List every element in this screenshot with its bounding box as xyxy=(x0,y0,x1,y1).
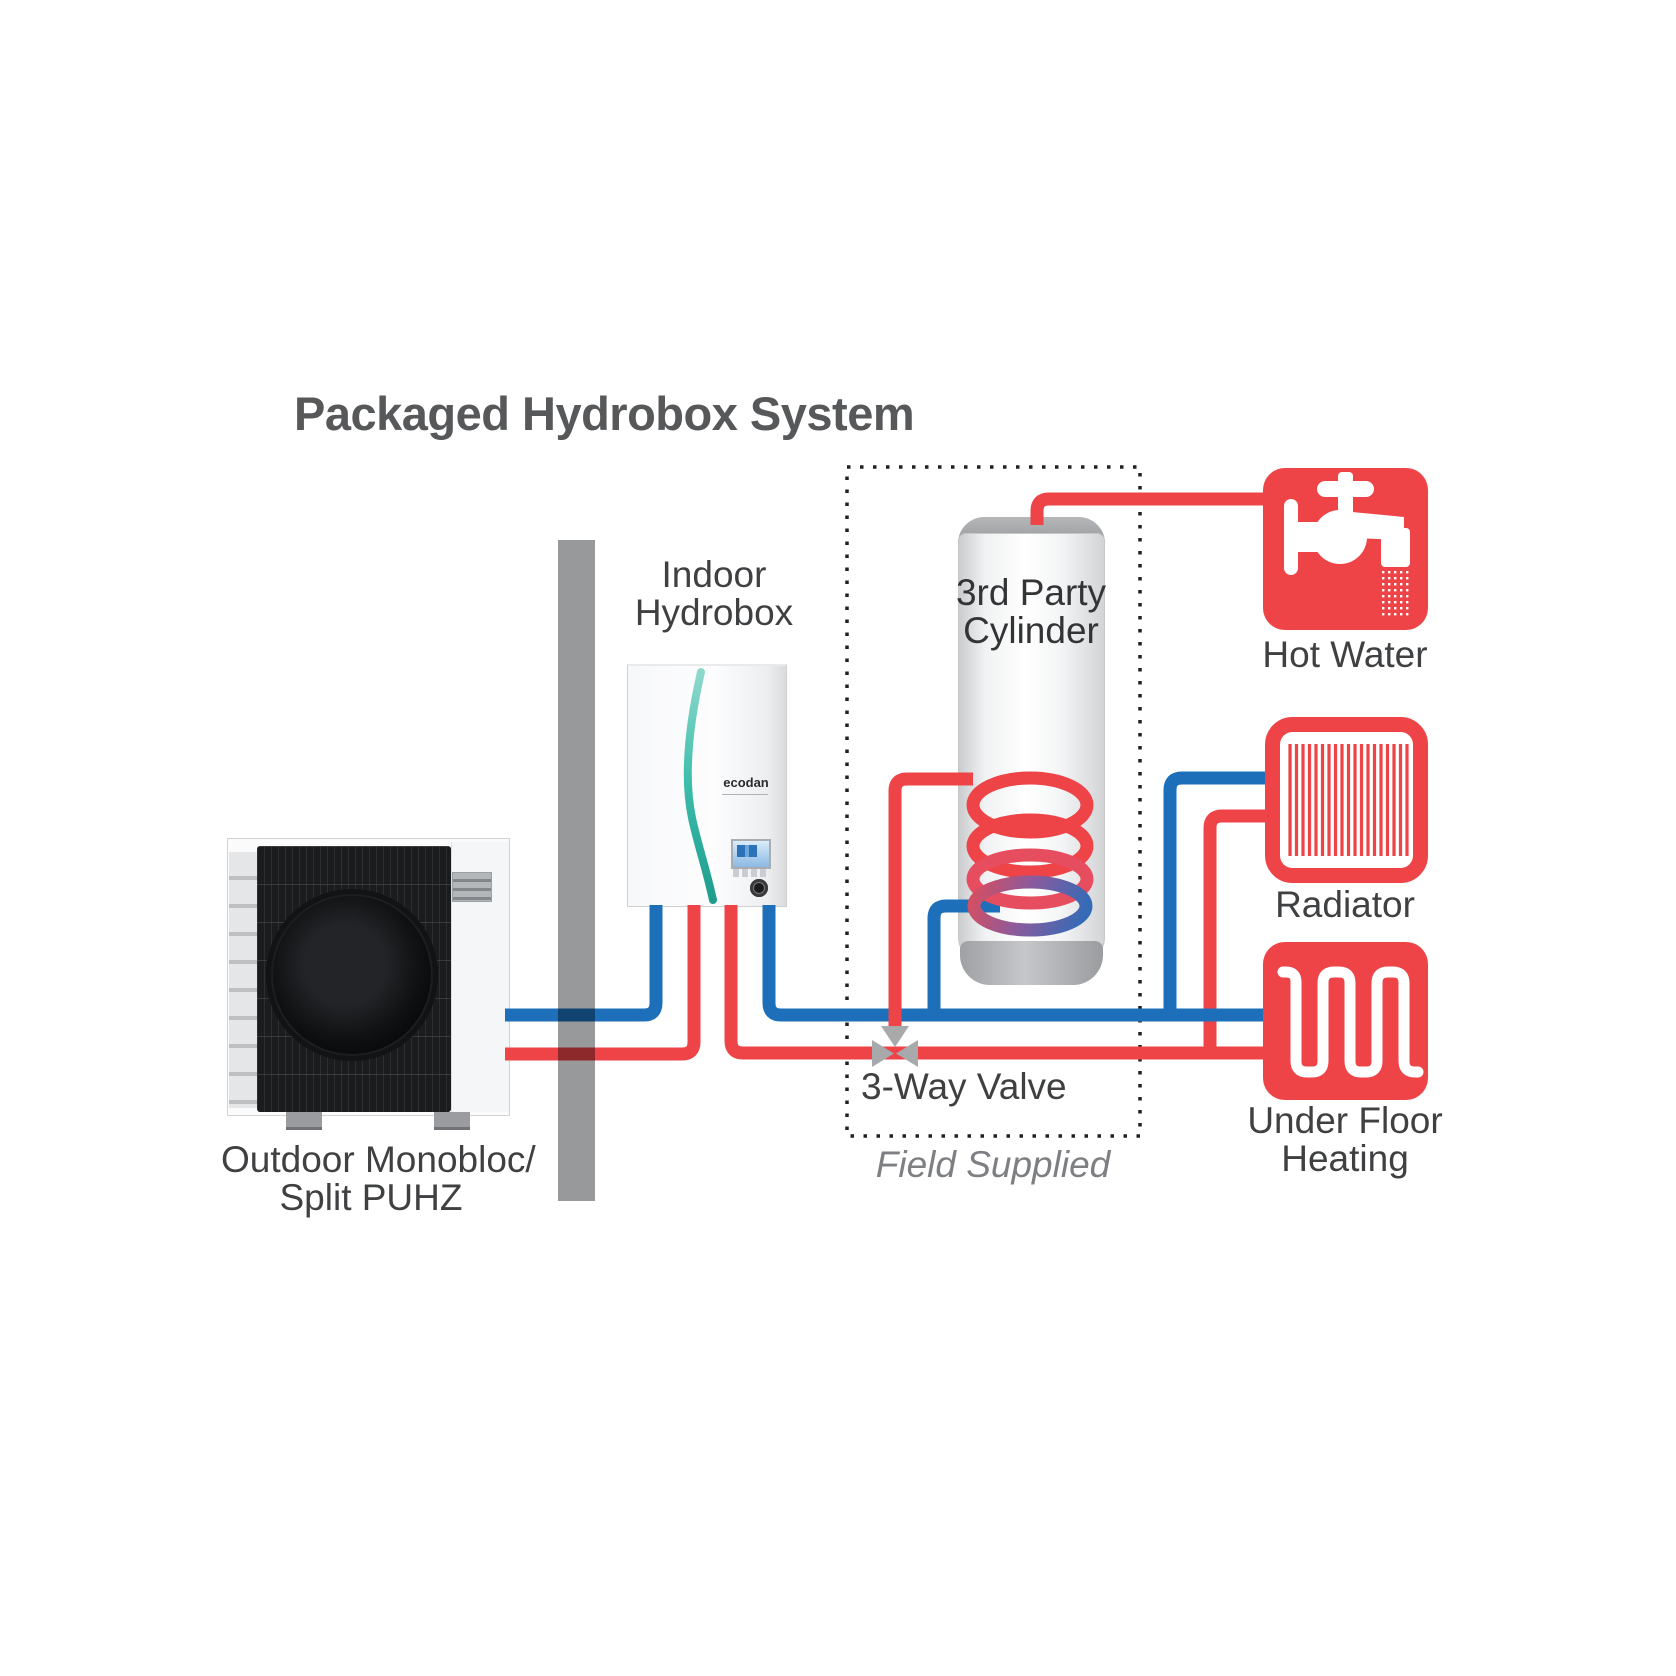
outdoor-unit-foot xyxy=(434,1112,470,1130)
tap-icon xyxy=(1284,472,1410,619)
heating-coil-icon xyxy=(1277,966,1424,1078)
diagram-title: Packaged Hydrobox System xyxy=(294,387,915,440)
hot-water-icon xyxy=(1263,468,1428,630)
three-way-valve-icon xyxy=(872,1026,918,1067)
radiator-icon-frame xyxy=(1265,717,1428,883)
indoor-hydrobox-label-line1: Indoor xyxy=(661,554,767,595)
hydrobox-swoosh xyxy=(683,668,717,904)
under-floor-heating-label-line2: Heating xyxy=(1281,1138,1409,1179)
radiator-icon xyxy=(1265,717,1428,883)
cylinder-base xyxy=(960,941,1103,985)
pipe-red-outdoor xyxy=(505,905,701,1061)
hydrobox-label-strip xyxy=(733,869,767,877)
field-supplied-dotted-box xyxy=(845,465,1142,1138)
hydrobox-brand-underline xyxy=(722,794,768,795)
hydrobox-brand-logo: ecodan xyxy=(723,775,769,790)
coil-loop-gradient xyxy=(967,875,1093,937)
cylinder-label-line2: Cylinder xyxy=(963,610,1099,651)
coil-loop xyxy=(966,848,1094,910)
hydrobox-display-graphic xyxy=(737,845,757,857)
outdoor-unit-label: Outdoor Monobloc/ Split PUHZ xyxy=(221,1141,536,1218)
coil-loop xyxy=(966,813,1094,879)
pipe-blue-coil-return xyxy=(927,899,1000,1016)
under-floor-heating-label-line1: Under Floor xyxy=(1247,1100,1443,1141)
outdoor-unit-foot xyxy=(286,1112,322,1130)
pipe-red-coil-feed xyxy=(888,772,973,1031)
outdoor-unit-logo-plate xyxy=(452,872,492,902)
cylinder-coil xyxy=(966,771,1094,937)
field-supplied-label: Field Supplied xyxy=(875,1144,1111,1185)
hot-water-label: Hot Water xyxy=(1262,634,1428,675)
outdoor-unit-side-vents xyxy=(229,852,257,1108)
valve-body-right xyxy=(896,1040,918,1067)
outdoor-unit-fan xyxy=(266,889,438,1061)
wall-divider xyxy=(558,540,595,1201)
pipe-red-hot-water xyxy=(1030,492,1270,525)
pipe-blue-outdoor xyxy=(505,905,663,1022)
cylinder-label-line1: 3rd Party xyxy=(955,572,1107,613)
under-floor-heating-icon xyxy=(1263,942,1428,1100)
outdoor-unit-label-line2: Split PUHZ xyxy=(279,1177,463,1218)
indoor-hydrobox-label-line2: Hydrobox xyxy=(634,592,794,633)
indoor-hydrobox-label: Indoor Hydrobox xyxy=(614,556,814,632)
red-flow-pipes xyxy=(505,492,1270,1061)
pipe-blue-radiator-branch xyxy=(1163,771,1270,1015)
radiator-fins xyxy=(1288,744,1409,856)
pipe-red-main xyxy=(724,905,1270,1060)
pipe-blue-main xyxy=(762,905,1270,1022)
radiator-label: Radiator xyxy=(1275,884,1415,925)
cylinder-label: 3rd Party Cylinder xyxy=(931,574,1131,650)
under-floor-heating-label: Under Floor Heating xyxy=(1245,1102,1445,1178)
outdoor-unit-label-line1: Outdoor Monobloc/ xyxy=(221,1139,536,1180)
valve-arrow xyxy=(881,1026,909,1047)
pipe-red-radiator-branch xyxy=(1203,809,1270,1053)
water-spray-dots xyxy=(1382,571,1410,619)
coil-loop xyxy=(966,771,1094,839)
valve-body-left xyxy=(872,1040,894,1067)
blue-return-pipes xyxy=(505,771,1270,1022)
hydrobox-dial-knob xyxy=(750,879,768,897)
three-way-valve-label: 3-Way Valve xyxy=(861,1066,1067,1107)
